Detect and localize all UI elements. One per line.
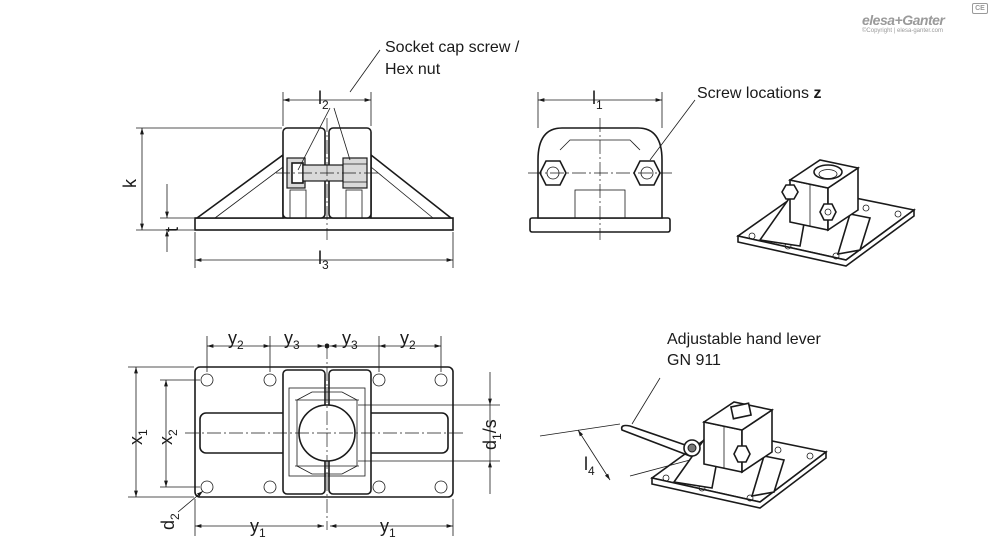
dim-label-y3-right: y3 [342,328,358,352]
isometric-view-with-lever: l4 [539,377,828,509]
dim-label-d1-s: d1/s [480,419,504,450]
top-view: y2 y3 y3 y2 x1 x2 d1/s d2 y1 y1 [126,328,504,540]
dim-label-x1: x1 [126,429,150,445]
callout-gn-911: GN 911 [667,352,721,369]
dim-label-y1-right: y1 [380,516,396,540]
dim-label-x2: x2 [156,429,180,445]
side-view: l1 [528,88,696,240]
certification-mark: CE [972,3,988,14]
dim-label-t: t [162,227,182,232]
dim-label-y1-left: y1 [250,516,266,540]
dim-label-y3-left: y3 [284,328,300,352]
callout-hex-nut: Hex nut [385,61,441,78]
isometric-view [736,159,916,267]
dim-label-l1: l1 [592,88,603,112]
copyright-text: ©Copyright | elesa-ganter.com [862,28,944,34]
dim-label-d2: d2 [158,513,182,530]
brand-logo: elesa+Ganter [862,12,945,28]
dim-label-l2: l2 [318,88,329,112]
dim-label-l3: l3 [318,248,329,272]
dim-label-y2-right: y2 [400,328,416,352]
dim-label-y2-left: y2 [228,328,244,352]
callout-adjustable-hand-lever: Adjustable hand lever [667,331,822,348]
dim-label-k: k [120,178,140,188]
callout-socket-cap-screw: Socket cap screw / [385,39,520,56]
front-view: l2 k t l3 [120,49,454,272]
callout-screw-locations: Screw locations z [697,85,822,102]
dim-label-l4: l4 [584,454,595,478]
